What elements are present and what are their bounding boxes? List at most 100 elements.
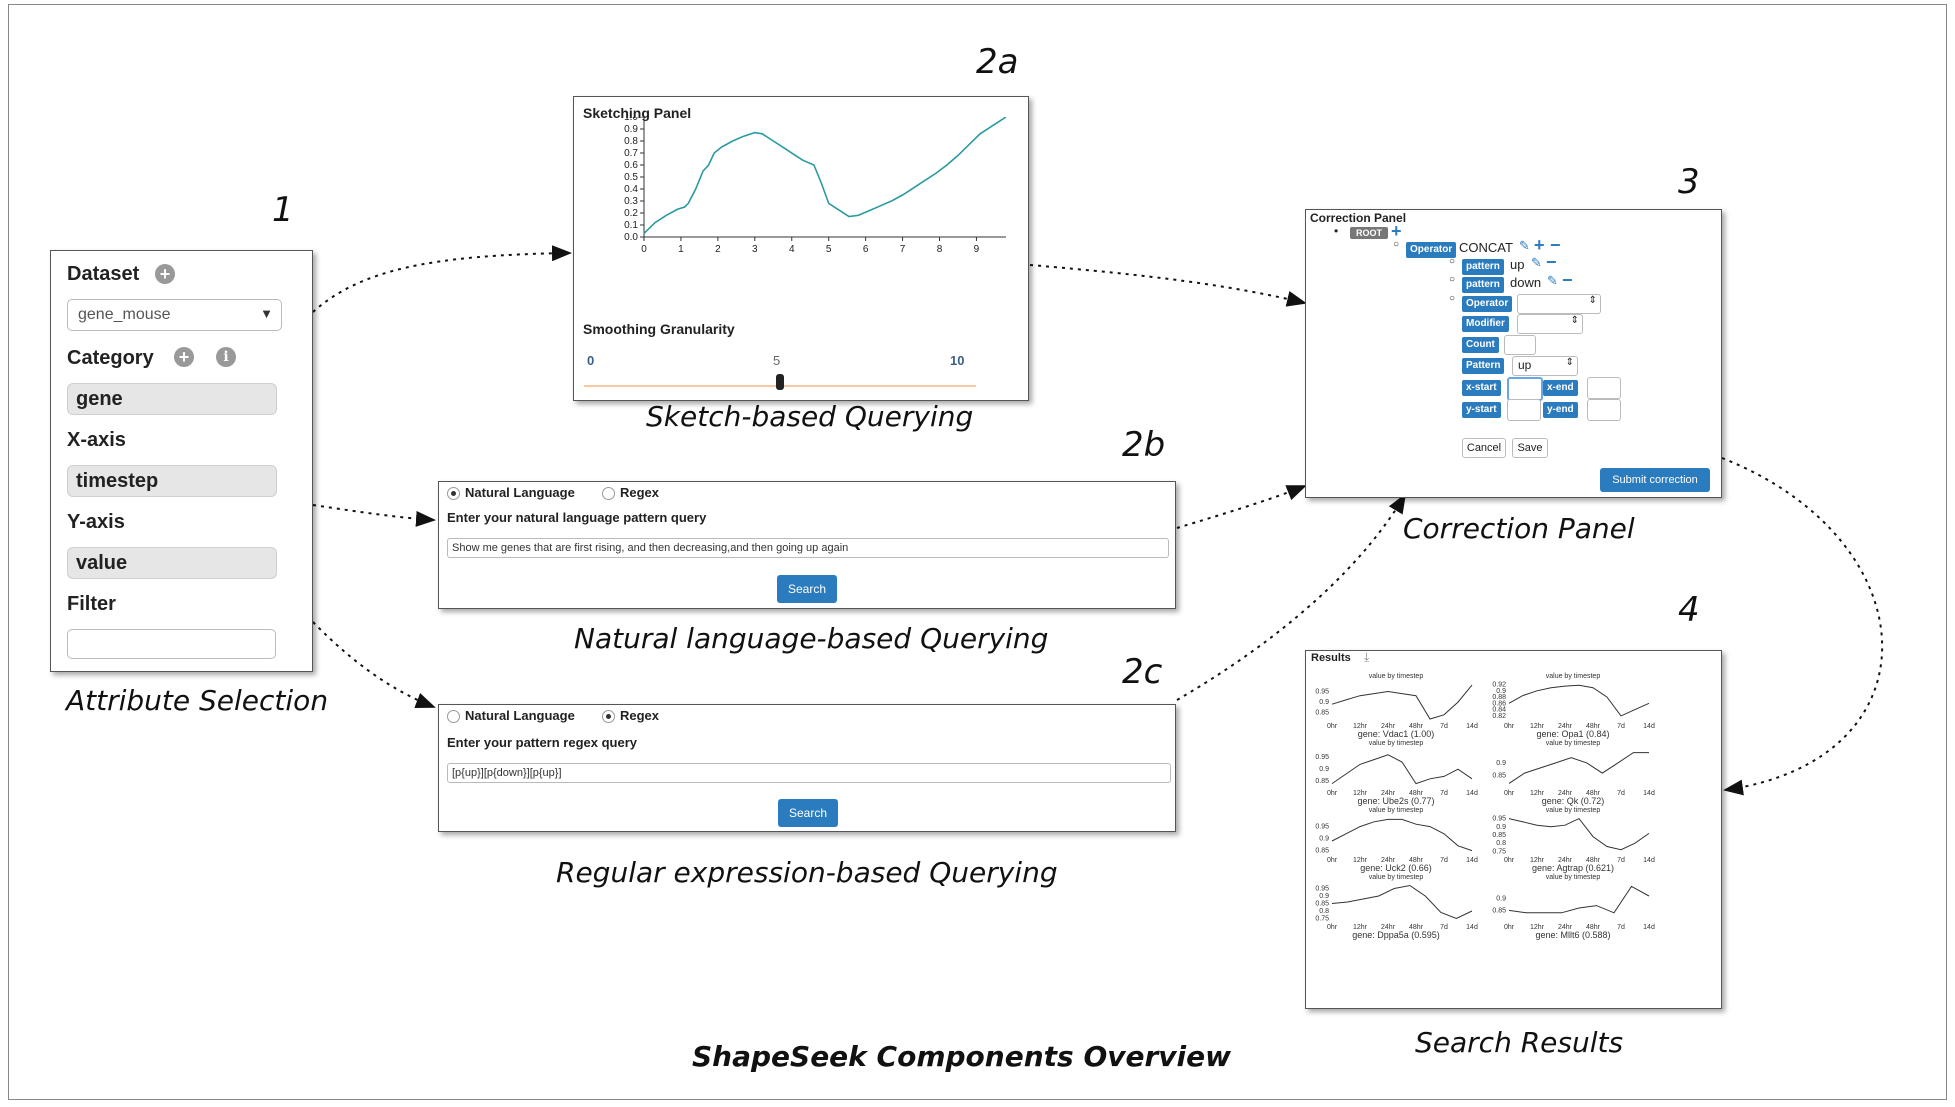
y-tick-label: 0.85 — [1315, 901, 1329, 908]
x-tick-label: 12hr — [1530, 924, 1545, 931]
root-node[interactable]: ROOT — [1350, 227, 1388, 239]
add-dataset-icon[interactable]: + — [155, 264, 175, 284]
sketch-line[interactable] — [643, 117, 1007, 234]
select-arrows-icon: ⇕ — [1588, 295, 1597, 306]
download-icon[interactable]: ⤓ — [1364, 650, 1370, 664]
add-root-icon[interactable]: + — [1391, 221, 1402, 241]
y-tick-label: 0.5 — [624, 172, 638, 183]
y-tick-label: 0.75 — [1492, 848, 1506, 855]
x-tick-label: 14d — [1643, 790, 1655, 797]
x-tick-label: 7d — [1440, 723, 1448, 730]
y-tick-label: 0.95 — [1315, 886, 1329, 893]
xstart-field-tag: x-start — [1462, 380, 1501, 396]
x-tick-label: 12hr — [1353, 857, 1368, 864]
arrow-attr-to-sketch — [312, 245, 572, 313]
modifier-select[interactable]: ⇕ — [1517, 314, 1583, 334]
tree-bullet: ○ — [1449, 274, 1456, 285]
x-tick-label: 7d — [1617, 790, 1625, 797]
edit-pattern-icon[interactable]: ✎ — [1531, 255, 1542, 270]
y-tick-label: 0.85 — [1315, 710, 1329, 717]
nl-query-input[interactable]: Show me genes that are first rising, and… — [447, 538, 1169, 558]
smoothing-slider-track[interactable] — [584, 374, 976, 390]
result-line — [1508, 817, 1650, 851]
pattern-node-tag[interactable]: pattern — [1462, 277, 1504, 293]
result-chart-title: value by timestep — [1545, 807, 1601, 814]
y-tick-label: 0.1 — [624, 220, 638, 231]
y-tick-label: 0.2 — [624, 208, 638, 219]
pattern-field-tag: Pattern — [1462, 358, 1505, 374]
info-icon[interactable]: i — [216, 347, 236, 367]
x-tick-label: 14d — [1643, 924, 1655, 931]
nl-search-button[interactable]: Search — [777, 575, 837, 603]
ystart-input[interactable] — [1507, 399, 1541, 421]
remove-pattern-icon[interactable]: − — [1546, 252, 1557, 272]
x-tick-label: 8 — [937, 244, 943, 255]
edit-operator-icon[interactable]: ✎ — [1519, 238, 1530, 253]
x-tick-label: 48hr — [1586, 924, 1601, 931]
yaxis-value[interactable]: value — [67, 547, 277, 579]
filter-input[interactable] — [67, 629, 276, 659]
regex-radio-regex[interactable]: Regex — [602, 708, 659, 724]
add-operator-child-icon[interactable]: + — [1534, 235, 1545, 255]
result-line — [1508, 684, 1650, 717]
x-tick-label: 6 — [863, 244, 869, 255]
regex-query-input[interactable]: [p{up}][p{down}][p{up}] — [447, 763, 1171, 783]
regex-search-button[interactable]: Search — [778, 799, 838, 827]
radio-selected-icon — [447, 487, 460, 501]
xend-field-tag: x-end — [1543, 380, 1578, 396]
remove-pattern-icon[interactable]: − — [1562, 270, 1573, 290]
smoothing-slider-handle[interactable] — [776, 374, 784, 390]
y-tick-label: 0.92 — [1492, 682, 1506, 689]
result-chart-title: value by timestep — [1368, 673, 1424, 680]
x-tick-label: 12hr — [1353, 723, 1368, 730]
count-input[interactable] — [1504, 335, 1536, 355]
edit-pattern-icon[interactable]: ✎ — [1547, 273, 1558, 288]
pattern-select[interactable]: up⇕ — [1512, 356, 1578, 376]
nl-radio-natural-language[interactable]: Natural Language — [447, 485, 575, 501]
dataset-select[interactable]: gene_mouse ▼ — [67, 299, 282, 331]
y-tick-label: 0.9 — [1319, 699, 1329, 706]
remove-operator-icon[interactable]: − — [1550, 235, 1561, 255]
yend-input[interactable] — [1587, 399, 1621, 421]
regex-radio-natural-language[interactable]: Natural Language — [447, 708, 575, 724]
y-tick-label: 0.95 — [1315, 754, 1329, 761]
x-tick-label: 14d — [1466, 790, 1478, 797]
y-tick-label: 0.3 — [624, 196, 638, 207]
y-tick-label: 0.9 — [1496, 760, 1506, 767]
select-arrows-icon: ⇕ — [1565, 357, 1574, 368]
cancel-button[interactable]: Cancel — [1462, 438, 1506, 458]
arrow-nl-to-correction — [1176, 485, 1307, 529]
xend-input[interactable] — [1587, 377, 1621, 399]
x-tick-label: 12hr — [1353, 924, 1368, 931]
operator-node-tag[interactable]: Operator — [1406, 242, 1457, 258]
xaxis-value[interactable]: timestep — [67, 465, 277, 497]
y-tick-label: 0.85 — [1315, 778, 1329, 785]
regex-query-panel: Natural Language Regex Enter your patter… — [438, 704, 1176, 832]
pattern-node-tag[interactable]: pattern — [1462, 259, 1504, 275]
operator-select[interactable]: ⇕ — [1517, 294, 1601, 314]
radio-nl-label: Natural Language — [465, 485, 575, 500]
add-category-icon[interactable]: + — [174, 347, 194, 367]
xstart-input[interactable] — [1507, 377, 1543, 401]
submit-correction-button[interactable]: Submit correction — [1600, 468, 1710, 492]
y-tick-label: 0.85 — [1315, 848, 1329, 855]
step-number-2a: 2a — [976, 42, 1019, 82]
arrow-attr-to-nl — [312, 504, 436, 527]
nl-radio-regex[interactable]: Regex — [602, 485, 659, 501]
arrow-correction-to-results — [1721, 457, 1884, 796]
result-chart-title: value by timestep — [1368, 807, 1424, 814]
category-value[interactable]: gene — [67, 383, 277, 415]
save-button[interactable]: Save — [1512, 438, 1548, 458]
result-line — [1331, 684, 1473, 720]
dataset-label: Dataset — [67, 263, 140, 285]
